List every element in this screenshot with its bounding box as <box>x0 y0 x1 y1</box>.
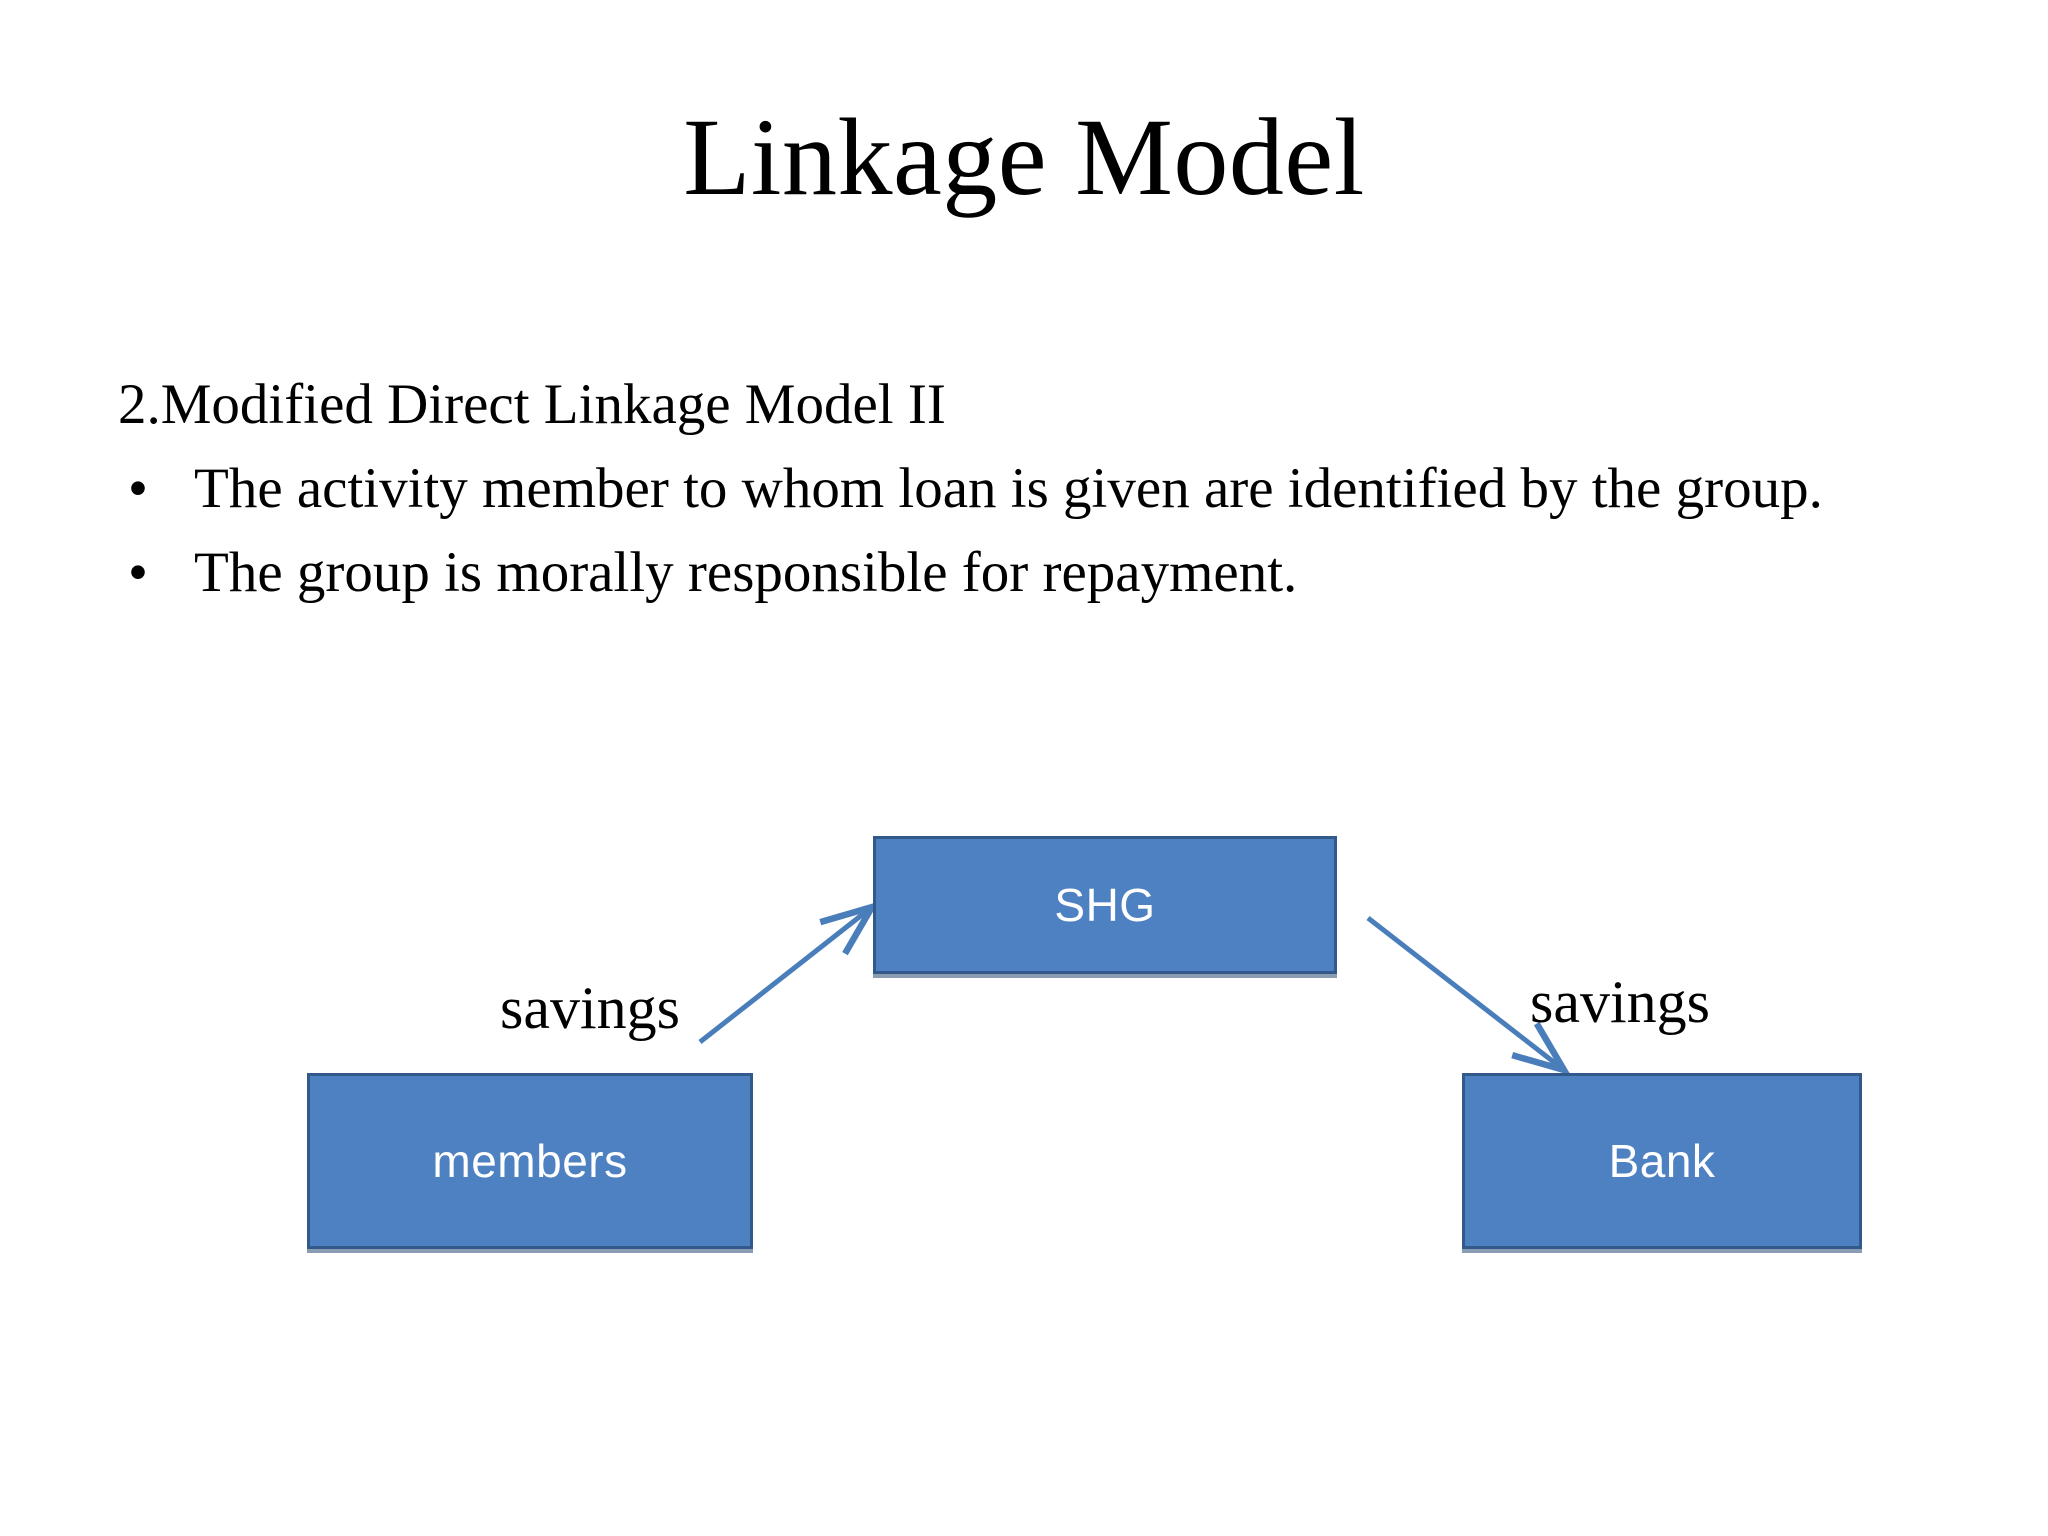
bullet-item-2: • The group is morally responsible for r… <box>118 536 1948 610</box>
edge-label-members-to-shg: savings <box>500 975 680 1041</box>
bullet-item-1-label: The activity member to whom loan is give… <box>194 457 1823 521</box>
diagram-node-members[interactable]: members <box>307 1073 753 1249</box>
diagram-node-bank[interactable]: Bank <box>1462 1073 1862 1249</box>
edge-label-shg-to-bank: savings <box>1530 969 1710 1035</box>
bullet-dot-icon: • <box>128 541 148 605</box>
bullet-item-2-label: The group is morally responsible for rep… <box>194 541 1298 605</box>
page-title: Linkage Model <box>683 96 1365 218</box>
arrow-members-to-shg <box>698 901 879 1044</box>
bullet-item-1: • The activity member to whom loan is gi… <box>118 452 1948 526</box>
diagram-node-shg[interactable]: SHG <box>873 836 1337 974</box>
subheading-line: 2.Modified Direct Linkage Model II <box>118 373 946 436</box>
diagram-node-members-label: members <box>432 1135 628 1187</box>
body-text-block: 2.Modified Direct Linkage Model II • The… <box>118 372 1948 620</box>
bullet-dot-icon: • <box>128 457 148 521</box>
arrow-shg-to-bank <box>1366 916 1571 1076</box>
diagram-node-shg-label: SHG <box>1054 879 1156 931</box>
diagram-node-bank-label: Bank <box>1608 1135 1716 1187</box>
